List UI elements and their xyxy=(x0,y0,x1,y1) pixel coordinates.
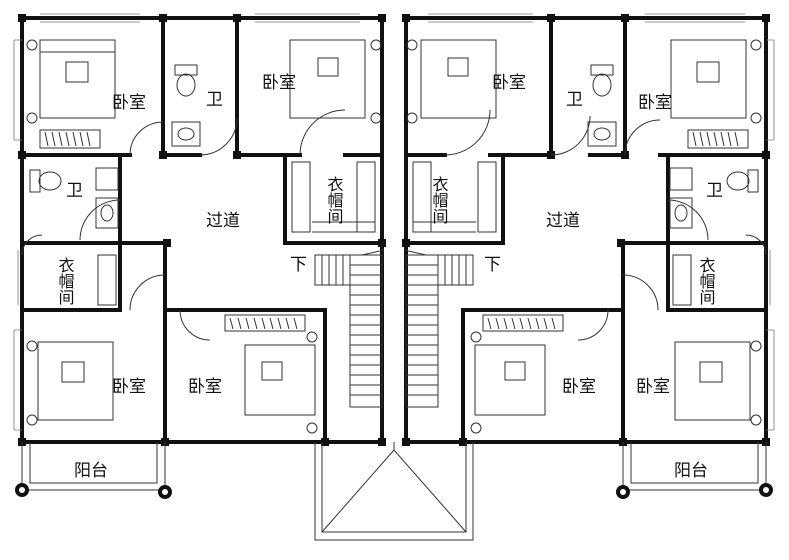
bed-icon xyxy=(670,39,762,124)
stair-label-right-down: 下 xyxy=(484,255,501,275)
room-label-bedroom-s-left: 卧室 xyxy=(188,377,222,397)
balconies xyxy=(21,442,767,491)
room-label-bedroom-ne: 卧室 xyxy=(638,93,672,113)
room-label-corridor-left: 过道 xyxy=(206,211,240,231)
room-label-bath-w: 卫 xyxy=(66,181,83,201)
bed-icon xyxy=(406,39,497,124)
room-label-corridor-right: 过道 xyxy=(546,211,580,231)
interior-walls xyxy=(20,16,768,444)
room-label-closet-mid-left: 衣帽间 xyxy=(325,176,344,225)
wardrobe-icon xyxy=(97,254,692,306)
room-label-bedroom-n-right: 卧室 xyxy=(492,73,526,93)
entry-porch xyxy=(314,442,474,541)
bed-icon xyxy=(244,331,318,434)
bed-icon xyxy=(674,340,762,426)
staircase xyxy=(314,249,474,408)
room-labels: 卧室 卫 卧室 卧室 卫 卧室 衣帽间 衣帽间 卫 过道 过道 卫 衣帽间 衣帽… xyxy=(56,73,724,481)
room-label-bath-e: 卫 xyxy=(706,181,723,201)
room-label-bedroom-se: 卧室 xyxy=(636,377,670,397)
bed-icon xyxy=(26,340,114,426)
wardrobe-icon xyxy=(291,161,497,233)
room-label-bath-nw: 卫 xyxy=(206,90,223,110)
room-label-bedroom-n-left: 卧室 xyxy=(262,73,296,93)
stair-label-left-down: 下 xyxy=(290,255,307,275)
room-label-bedroom-s-right: 卧室 xyxy=(562,377,596,397)
wardrobe-icon xyxy=(687,129,749,149)
room-label-bath-ne: 卫 xyxy=(566,90,583,110)
bed-icon xyxy=(289,39,382,124)
bed-icon xyxy=(26,39,116,124)
wardrobe-icon xyxy=(224,314,306,332)
room-label-closet-mid-right: 衣帽间 xyxy=(430,176,449,225)
door-swing-icon xyxy=(21,109,767,341)
room-label-bedroom-nw: 卧室 xyxy=(112,93,146,113)
sink-icon xyxy=(95,121,693,229)
windows xyxy=(13,13,775,431)
bed-icon xyxy=(470,331,546,434)
room-label-balcony-right: 阳台 xyxy=(674,461,708,481)
room-label-closet-w: 衣帽间 xyxy=(56,257,75,306)
plant-icon xyxy=(15,483,773,499)
toilet-icon xyxy=(29,64,759,193)
room-label-closet-e: 衣帽间 xyxy=(697,257,716,306)
wardrobe-icon xyxy=(39,129,101,149)
room-label-bedroom-sw: 卧室 xyxy=(112,377,146,397)
wardrobe-icon xyxy=(482,314,564,332)
room-label-balcony-left: 阳台 xyxy=(74,461,108,481)
